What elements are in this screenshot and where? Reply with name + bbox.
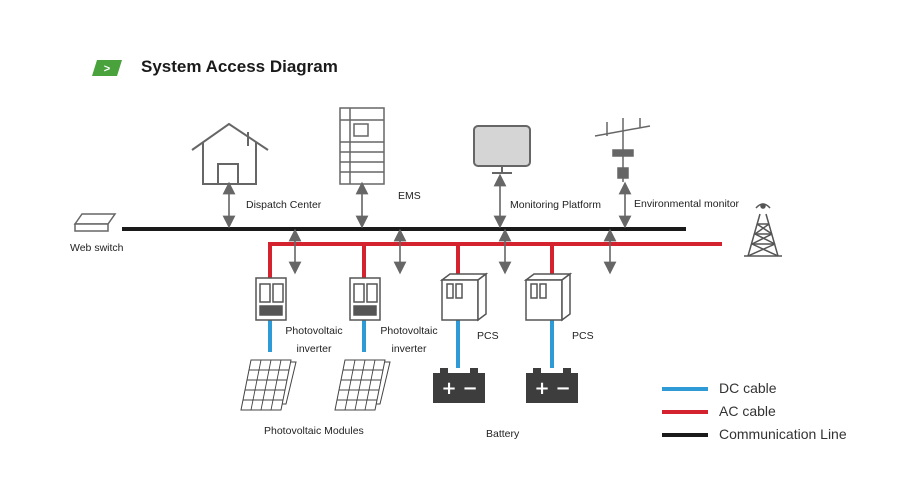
dc-cables [268,320,554,368]
pv-inverter-2-icon [349,277,381,321]
network-switch-icon [73,213,117,232]
chevron-icon: > [104,63,110,75]
svg-text:+: + [441,378,456,399]
battery-label: Battery [486,428,520,440]
pv-inverter-1-icon [255,277,287,321]
pcs-1-label: PCS [477,330,499,342]
pcs-2-icon [523,272,573,322]
ems-label: EMS [398,190,421,202]
pcs-1-icon [439,272,489,322]
transmission-tower-icon [744,203,782,257]
web-switch-label: Web switch [70,242,124,254]
svg-text:−: − [555,378,570,399]
pv-inverter-2-label: Photovoltaic inverter [380,325,438,355]
pv-modules-label: Photovoltaic Modules [264,425,364,437]
legend-dc-label: DC cable [719,380,777,396]
monitor-icon [473,125,531,174]
comm-arrows [222,173,632,275]
house-icon [191,122,269,185]
dispatch-center-label: Dispatch Center [246,199,322,211]
ac-drops [268,244,554,278]
environmental-monitor-label: Environmental monitor [634,198,740,210]
battery-2-icon: + − [526,368,578,403]
solar-panel-array-1-icon [240,359,297,411]
svg-text:−: − [462,378,477,399]
title-chevron-badge: > [92,60,122,76]
svg-text:+: + [534,378,549,399]
legend-comm-label: Communication Line [719,426,847,442]
legend-ac-label: AC cable [719,403,776,419]
weather-station-icon [594,118,651,182]
page-title: System Access Diagram [141,57,338,76]
monitoring-platform-label: Monitoring Platform [510,199,602,211]
solar-panel-array-2-icon [334,359,391,411]
battery-1-icon: + − [433,368,485,403]
pcs-2-label: PCS [572,330,594,342]
ems-cabinet-icon [339,107,385,185]
pv-inverter-1-label: Photovoltaic inverter [285,325,343,355]
